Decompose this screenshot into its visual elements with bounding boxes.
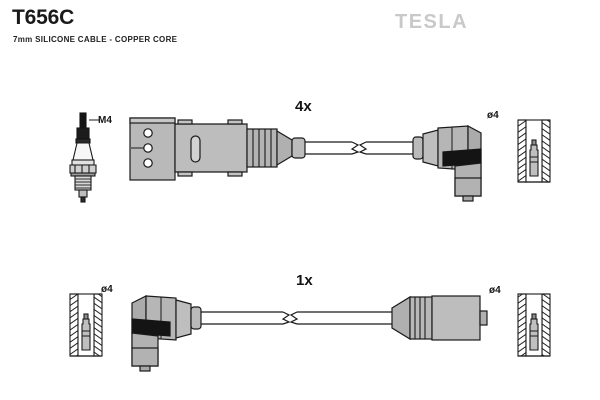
spark-plug-reference — [69, 112, 100, 203]
part-description: 7mm SILICONE CABLE - COPPER CORE — [13, 35, 178, 44]
distributor-cap-connector — [129, 117, 306, 181]
upper-cable — [305, 141, 413, 155]
terminal-cutaway-upper — [517, 119, 551, 183]
quantity-label-upper: 4x — [295, 98, 312, 115]
tesla-brand-logo: TESLA — [395, 11, 469, 33]
lower-cable — [201, 311, 392, 325]
terminal-cutaway-lower-left — [69, 293, 103, 357]
thread-size-label: M4 — [98, 115, 112, 126]
terminal-cutaway-lower-right — [517, 293, 551, 357]
page-title: T656C — [12, 6, 75, 29]
right-angle-spark-plug-boot-lower — [131, 295, 202, 372]
bore-diameter-label-lower-right: ø4 — [489, 285, 501, 296]
quantity-label-lower: 1x — [296, 272, 313, 289]
bore-diameter-label-upper-right: ø4 — [487, 110, 499, 121]
bore-diameter-label-lower-left: ø4 — [101, 284, 113, 295]
lower-assembly — [69, 293, 551, 372]
upper-assembly — [69, 112, 551, 203]
straight-coil-boot — [391, 295, 488, 341]
right-angle-spark-plug-boot-upper — [412, 124, 482, 202]
